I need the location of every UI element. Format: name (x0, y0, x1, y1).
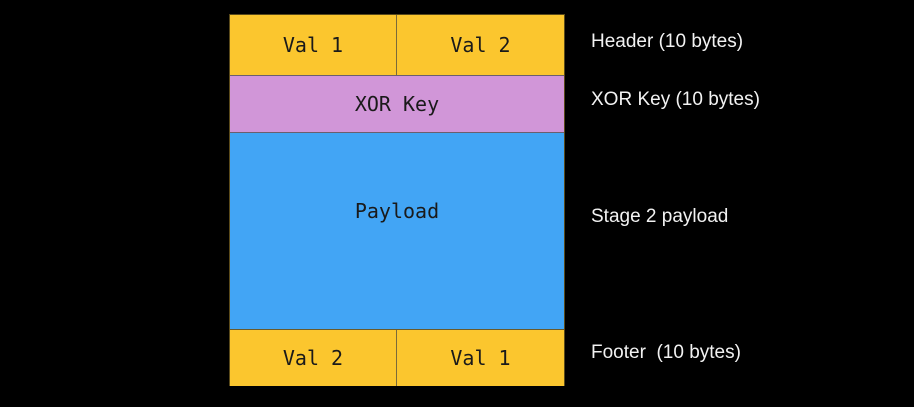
footer-val-1-cell: Val 1 (450, 346, 511, 370)
xor-key-cell: XOR Key (354, 92, 440, 116)
payload-block: Payload (230, 133, 564, 329)
header-val-2-cell: Val 2 (450, 33, 511, 57)
header-block: Val 1 Val 2 (230, 15, 564, 75)
payload-cell: Payload (354, 199, 440, 223)
footer-val-2-cell: Val 2 (230, 330, 397, 386)
footer-size-label: Footer (10 bytes) (591, 342, 741, 363)
footer-block: Val 2 Val 1 (230, 329, 564, 386)
payload-description-label: Stage 2 payload (591, 206, 729, 227)
header-size-label: Header (10 bytes) (591, 31, 744, 52)
xor-key-block: XOR Key (230, 75, 564, 133)
xor-key-size-label: XOR Key (10 bytes) (591, 89, 760, 110)
buffer-layout: Val 1 Val 2 XOR Key Payload Val 2 Val 1 (229, 14, 565, 386)
header-val-1-cell: Val 1 (230, 15, 397, 75)
